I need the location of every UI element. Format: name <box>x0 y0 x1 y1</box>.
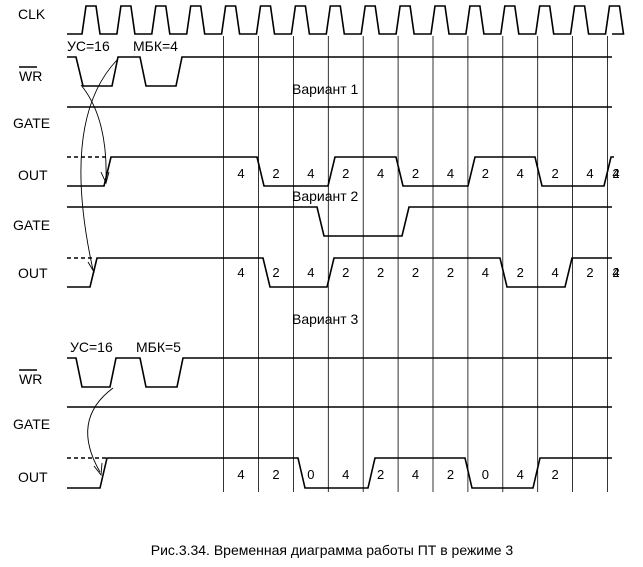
counter-value: 4 <box>412 467 419 482</box>
counter-value: 4 <box>237 467 244 482</box>
counter-value: 2 <box>272 265 279 280</box>
clock-grid-lines <box>223 36 608 492</box>
out-label-2: OUT <box>18 265 48 281</box>
counter-value: 2 <box>272 166 279 181</box>
counter-value: 4 <box>612 265 619 280</box>
counter-value: 4 <box>307 265 314 280</box>
counter-value: 4 <box>552 265 559 280</box>
counter-value: 2 <box>412 265 419 280</box>
counter-value: 2 <box>342 265 349 280</box>
out-3-counter-values: 4 2 0 4 2 4 2 0 4 2 <box>237 467 558 482</box>
counter-value: 2 <box>377 467 384 482</box>
gate-label-2: GATE <box>13 217 50 233</box>
wr-label-1: WR <box>19 68 42 84</box>
counter-value: 2 <box>552 467 559 482</box>
counter-value: 2 <box>552 166 559 181</box>
counter-value: 2 <box>482 166 489 181</box>
arrow-wr-to-out-2 <box>80 59 118 271</box>
counter-value: 2 <box>612 166 619 181</box>
arrow-wr-to-out-1 <box>80 84 107 182</box>
mbk-annotation-2: МБК=5 <box>136 339 181 355</box>
out-waveform-2 <box>67 257 612 288</box>
counter-value: 4 <box>342 467 349 482</box>
variant-1-label: Вариант 1 <box>292 81 359 97</box>
variant-3-label: Вариант 3 <box>292 311 359 327</box>
counter-value: 4 <box>612 166 619 181</box>
counter-value: 4 <box>237 166 244 181</box>
arrow-head-3 <box>93 462 103 477</box>
out-label-1: OUT <box>18 167 48 183</box>
out-waveform-3 <box>67 457 612 489</box>
counter-value: 0 <box>482 467 489 482</box>
wr-waveform-1 <box>67 56 612 87</box>
counter-value: 4 <box>517 467 524 482</box>
clk-label: CLK <box>18 6 46 22</box>
clk-waveform <box>67 5 625 35</box>
counter-value: 2 <box>517 265 524 280</box>
us-annotation-2: УС=16 <box>70 339 113 355</box>
variant-2-label: Вариант 2 <box>292 188 359 204</box>
counter-value: 4 <box>586 166 593 181</box>
counter-value: 4 <box>482 265 489 280</box>
counter-value: 4 <box>307 166 314 181</box>
counter-value: 2 <box>272 467 279 482</box>
gate-label-1: GATE <box>13 115 50 131</box>
out-waveform-1 <box>67 156 614 187</box>
wr-label-2: WR <box>19 371 42 387</box>
counter-value: 4 <box>377 166 384 181</box>
arrow-head-2 <box>87 260 97 274</box>
gate-label-3: GATE <box>13 416 50 432</box>
counter-value: 4 <box>237 265 244 280</box>
out-label-3: OUT <box>18 469 48 485</box>
counter-value: 4 <box>517 166 524 181</box>
counter-value: 2 <box>612 265 619 280</box>
gate-waveform-2 <box>67 206 612 237</box>
counter-value: 2 <box>342 166 349 181</box>
counter-value: 2 <box>412 166 419 181</box>
us-annotation-1: УС=16 <box>67 38 110 54</box>
arrow-wr-to-out-3 <box>87 387 114 473</box>
arrow-head-1 <box>100 171 110 185</box>
counter-value: 2 <box>447 467 454 482</box>
figure-caption: Рис.3.34. Временная диаграмма работы ПТ … <box>151 542 514 558</box>
counter-value: 2 <box>377 265 384 280</box>
counter-value: 2 <box>447 265 454 280</box>
wr-waveform-2 <box>67 357 612 388</box>
counter-value: 4 <box>447 166 454 181</box>
mbk-annotation-1: МБК=4 <box>133 38 178 54</box>
counter-value: 2 <box>586 265 593 280</box>
counter-value: 0 <box>307 467 314 482</box>
